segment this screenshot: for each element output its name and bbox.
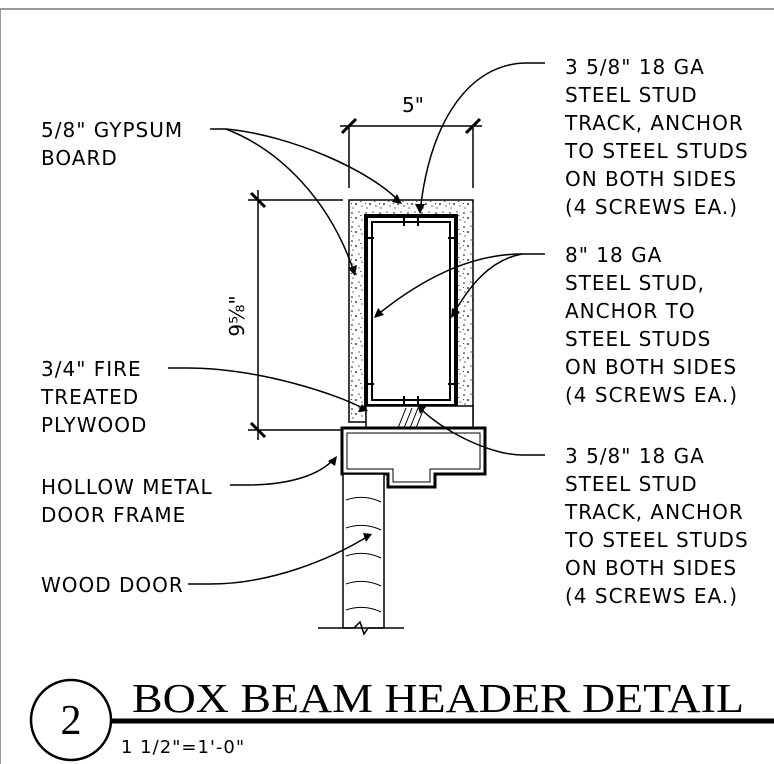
note-bottom-track-line-2: STEEL STUD — [565, 472, 698, 496]
note-bottom-track: 3 5/8" 18 GA STEEL STUD TRACK, ANCHOR TO… — [564, 444, 749, 608]
note-top-track-line-4: TO STEEL STUDS — [564, 139, 749, 163]
note-gypsum-line-1: 5/8" GYPSUM — [41, 118, 183, 142]
note-plywood-line-1: 3/4" FIRE — [41, 357, 142, 381]
note-plywood-line-3: PLYWOOD — [41, 413, 147, 437]
detail-scale: 1 1/2"=1'-0" — [121, 737, 245, 758]
note-frame: HOLLOW METAL DOOR FRAME — [41, 475, 213, 527]
width-dimension: 5" — [340, 93, 482, 188]
note-top-track-line-6: (4 SCREWS EA.) — [565, 195, 738, 219]
note-top-track-line-1: 3 5/8" 18 GA — [565, 55, 705, 79]
note-door: WOOD DOOR — [41, 573, 184, 597]
note-bottom-track-line-3: TRACK, ANCHOR — [564, 500, 744, 524]
note-plywood-line-2: TREATED — [40, 385, 139, 409]
note-stud-line-6: (4 SCREWS EA.) — [565, 383, 738, 407]
note-door-line-1: WOOD DOOR — [41, 573, 184, 597]
title-block: 2 BOX BEAM HEADER DETAIL 1 1/2"=1'-0" — [29, 675, 774, 762]
height-dimension-text: 9⅝" — [225, 295, 249, 336]
note-top-track: 3 5/8" 18 GA STEEL STUD TRACK, ANCHOR TO… — [564, 55, 749, 219]
sheet-border — [0, 8, 774, 764]
detail-title: BOX BEAM HEADER DETAIL — [132, 675, 744, 721]
note-bottom-track-line-4: TO STEEL STUDS — [564, 528, 749, 552]
note-plywood: 3/4" FIRE TREATED PLYWOOD — [40, 357, 147, 437]
note-frame-line-1: HOLLOW METAL — [41, 475, 213, 499]
note-bottom-track-line-5: ON BOTH SIDES — [565, 556, 737, 580]
leader-lines — [168, 62, 545, 585]
note-gypsum-line-2: BOARD — [41, 146, 118, 170]
note-top-track-line-2: STEEL STUD — [565, 83, 698, 107]
width-dimension-text: 5" — [402, 93, 424, 117]
note-frame-line-2: DOOR FRAME — [41, 503, 186, 527]
note-bottom-track-line-1: 3 5/8" 18 GA — [565, 444, 705, 468]
note-stud-line-2: STEEL STUD, — [565, 271, 705, 295]
note-stud-line-3: ANCHOR TO — [565, 299, 696, 323]
note-bottom-track-line-6: (4 SCREWS EA.) — [565, 584, 738, 608]
detail-number: 2 — [61, 698, 82, 744]
note-stud: 8" 18 GA STEEL STUD, ANCHOR TO STEEL STU… — [565, 243, 738, 407]
note-stud-line-4: STEEL STUDS — [565, 327, 711, 351]
note-top-track-line-3: TRACK, ANCHOR — [564, 111, 744, 135]
note-stud-line-1: 8" 18 GA — [565, 243, 662, 267]
note-top-track-line-5: ON BOTH SIDES — [565, 167, 737, 191]
note-stud-line-5: ON BOTH SIDES — [565, 355, 737, 379]
height-dimension: 9⅝" — [225, 190, 343, 440]
note-gypsum: 5/8" GYPSUM BOARD — [41, 118, 183, 170]
wood-door — [318, 473, 404, 636]
